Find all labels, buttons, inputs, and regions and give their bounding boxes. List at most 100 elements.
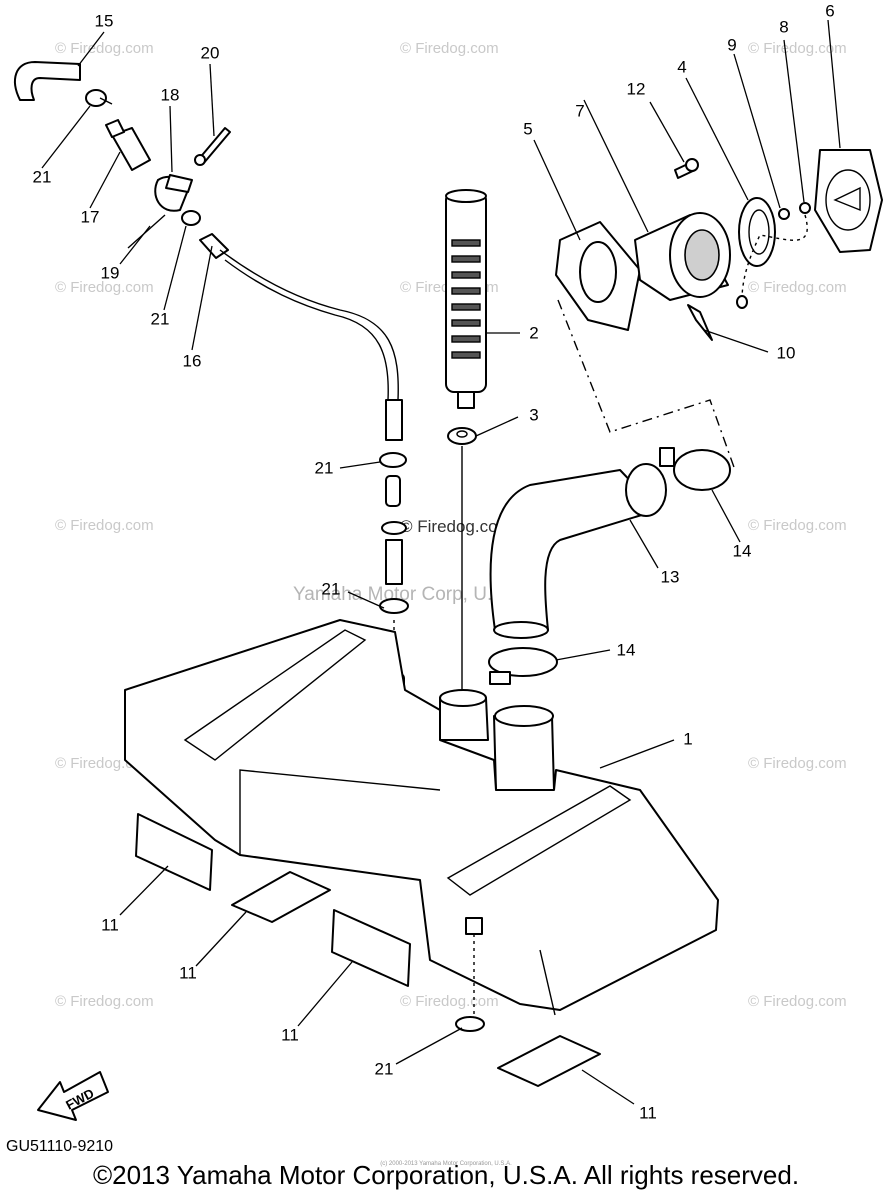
screw <box>127 214 166 249</box>
watermark-layer: © Firedog.com © Firedog.com © Firedog.co… <box>55 40 847 1010</box>
callout-2: 2 <box>529 323 538 342</box>
filler-neck-tank-top <box>494 705 554 727</box>
vent-hose <box>219 249 399 401</box>
clamp-tab <box>99 97 113 105</box>
clamp-bracket-plate <box>165 174 193 193</box>
callout-21: 21 <box>322 579 341 598</box>
vent-hose-2 <box>224 259 389 401</box>
tank-pad <box>497 1035 601 1087</box>
callout-11: 11 <box>281 1025 299 1044</box>
cap-screw <box>778 208 790 220</box>
callout-9: 9 <box>727 35 736 54</box>
callout-17: 17 <box>81 207 100 226</box>
hose-clamp <box>181 210 201 226</box>
callout-20: 20 <box>201 43 220 62</box>
vent-hose-lower <box>385 399 403 441</box>
strainer-top <box>445 189 487 203</box>
tank-pad <box>331 909 411 987</box>
callout-18: 18 <box>161 85 180 104</box>
watermark: © Firedog.com <box>400 40 499 57</box>
hose-clamp-large <box>488 647 558 677</box>
pickup-neck-top <box>439 689 487 707</box>
clamp-screw <box>659 447 675 467</box>
watermark-center: © Firedog.com <box>400 517 512 536</box>
watermark-yamaha: Yamaha Motor Corp, U.S.A. <box>293 584 528 605</box>
callout-11: 11 <box>179 963 197 982</box>
tank-ridge <box>183 629 367 761</box>
watermark: © Firedog.com <box>55 279 154 296</box>
callout-21: 21 <box>375 1059 394 1078</box>
callout-12: 12 <box>627 79 646 98</box>
filler-hose <box>489 469 659 631</box>
fwd-arrow: FWD <box>37 1071 109 1121</box>
hose-clamp <box>85 89 107 107</box>
watermark: © Firedog.com <box>55 517 154 534</box>
callout-14: 14 <box>733 541 752 560</box>
watermark: © Firedog.com <box>400 993 499 1010</box>
watermark: © Firedog.com <box>748 279 847 296</box>
check-valve-nozzle <box>105 119 125 138</box>
watermark: © Firedog.com <box>748 993 847 1010</box>
grommet-hole <box>456 430 468 438</box>
hose-clamp-large <box>673 449 731 491</box>
callout-1: 1 <box>683 729 692 748</box>
seal-ring-inner <box>748 209 770 255</box>
watermark: © Firedog.com <box>748 517 847 534</box>
callout-6: 6 <box>825 1 834 20</box>
callout-11: 11 <box>101 915 119 934</box>
callout-3: 3 <box>529 405 538 424</box>
chain-end <box>736 295 748 309</box>
filler-neck-bore <box>684 229 720 281</box>
copyright-notice: ©2013 Yamaha Motor Corporation, U.S.A. A… <box>92 1160 800 1190</box>
vent-hose-end <box>199 233 229 259</box>
hose-clamp <box>381 521 407 535</box>
tank-pad <box>231 871 331 923</box>
hose-clamp <box>379 598 409 614</box>
callout-21: 21 <box>33 167 52 186</box>
arrow-icon <box>833 186 861 212</box>
check-valve <box>111 127 151 171</box>
hose-clamp <box>455 1016 485 1032</box>
rivet-head <box>194 154 206 166</box>
filler-cap-face <box>825 169 871 231</box>
watermark: © Firedog.com <box>55 40 154 57</box>
callout-13: 13 <box>661 567 680 586</box>
callout-11: 11 <box>639 1103 657 1122</box>
hose-fitting <box>385 475 401 507</box>
callout-7: 7 <box>575 101 584 120</box>
assembly-line <box>557 299 736 471</box>
watermark: © Firedog.com <box>748 40 847 57</box>
rivet <box>687 304 713 341</box>
hose-clamp <box>379 452 407 468</box>
tiny-copyright: (c) 2000-2013 Yamaha Motor Corporation, … <box>380 1161 512 1167</box>
callout-15: 15 <box>95 11 114 30</box>
leader-lines <box>41 19 841 1105</box>
callout-21: 21 <box>315 458 334 477</box>
tank-drain <box>465 917 483 935</box>
vent-hose-short <box>385 539 403 585</box>
fuel-tank <box>124 619 719 1011</box>
clamp-screw <box>489 671 511 685</box>
callout-14: 14 <box>617 640 636 659</box>
watermark: © Firedog.com <box>55 993 154 1010</box>
diagram-code: GU51110-9210 <box>6 1138 114 1155</box>
chain-ring <box>799 202 811 214</box>
breather-hose <box>14 61 81 101</box>
tank-pad <box>135 813 213 891</box>
filler-hose-bottom <box>493 621 549 639</box>
strainer-slots <box>451 239 481 359</box>
strainer-stem <box>457 391 475 409</box>
callout-19: 19 <box>101 263 120 282</box>
callout-10: 10 <box>777 343 796 362</box>
watermark: © Firedog.com <box>748 755 847 772</box>
tank-edge <box>539 949 556 1016</box>
callout-labels: 15 20 18 21 17 19 21 1 6 2 3 21 21 5 7 12… <box>33 1 835 1122</box>
tank-edge <box>239 769 441 855</box>
filler-hose-end <box>625 463 667 517</box>
tank-ridge <box>446 785 632 896</box>
callout-5: 5 <box>523 119 532 138</box>
gasket-hole <box>579 241 617 303</box>
filler-cap <box>814 149 883 253</box>
filler-neck-tank <box>493 715 555 791</box>
